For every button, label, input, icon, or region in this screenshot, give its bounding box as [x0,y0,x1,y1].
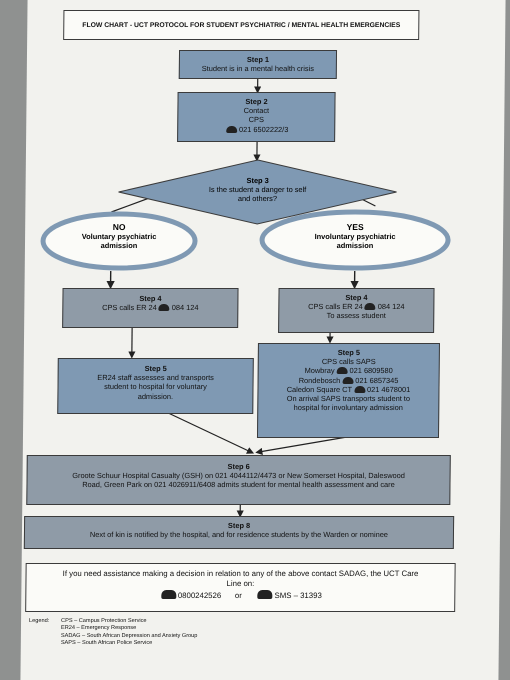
step4-left-box: Step 4 CPS calls ER 24 084 124 [62,288,239,328]
step6-line1: Groote Schuur Hospital Casualty (GSH) on… [72,471,405,481]
assist-line2: Line on: [226,579,255,588]
step2-contact: Contact [243,106,270,116]
step5-right-line2: On arrival SAPS transports student to [286,394,411,404]
step5-left-heading: Step 5 [144,364,167,373]
step3-text-block: Step 3 Is the student a danger to self a… [177,176,337,204]
step3-diamond [118,159,397,225]
station-phone: 021 4678001 [367,384,411,394]
sadag-phone: 0800242526 [177,591,222,600]
step4-left-phone: 084 124 [171,303,199,313]
phone-icon [336,367,348,375]
station-row: Caledon Square CT 021 4678001 [258,385,438,394]
step5-left-box: Step 5 ER24 staff assesses and transport… [57,358,254,414]
step1-text: Student is in a mental health crisis [201,64,314,74]
step4-left-line: CPS calls ER 24 084 124 [63,303,237,312]
step6-heading: Step 6 [227,462,250,471]
phone-icon [226,125,238,133]
step2-phone: 021 6502222/3 [238,124,289,134]
legend-item: SADAG – South African Depression and Anx… [60,632,198,639]
step5-right-box: Step 5 CPS calls SAPS Mowbray 021 6809580… [256,343,440,438]
legend-item: CPS – Campus Protection Service [61,618,147,624]
yes-line1: Involuntary psychiatric [314,232,396,241]
station-name: Caledon Square CT [286,384,353,394]
or-text: or [234,591,242,600]
step4-right-heading: Step 4 [345,293,368,302]
arrow-step5-right-step6 [255,436,348,455]
yes-heading: YES [346,222,364,232]
step3-question: Is the student a danger to self [208,185,307,195]
step1-heading: Step 1 [246,55,270,64]
step4-right-box: Step 4 CPS calls ER 24 084 124 To assess … [278,288,435,333]
station-phone: 021 6809580 [349,366,393,376]
step3-heading: Step 3 [246,176,269,185]
arrow-step5-left-step6 [167,412,255,454]
no-text-block: NO Voluntary psychiatric admission [59,222,179,250]
step4-left-text: CPS calls ER 24 [102,303,157,313]
phone-icon [160,590,176,599]
no-line1: Voluntary psychiatric [81,232,157,241]
step5-right-line3: hospital for involuntary admission [293,403,403,413]
station-row: Rondebosch 021 6857345 [259,376,439,385]
step5-left-line2: student to hospital for voluntary [104,382,207,392]
legend-item: SAPS – South African Police Service [60,640,153,647]
phone-icon [354,385,366,393]
step5-right-line1: CPS calls SAPS [321,357,376,367]
no-ellipse [40,211,198,271]
step4-right-assess: To assess student [326,311,386,321]
step3-question-cont: and others? [237,194,278,204]
yes-line2: admission [336,241,374,251]
phone-icon [158,304,170,312]
phone-icon [342,376,354,384]
step4-right-line: CPS calls ER 24 084 124 [279,302,433,311]
sms-number: SMS – 31393 [274,591,322,600]
yes-text-block: YES Involuntary psychiatric admission [291,222,419,250]
step5-right-heading: Step 5 [337,348,361,357]
station-row: Mowbray 021 6809580 [259,366,439,375]
title-box: FLOW CHART - UCT PROTOCOL FOR STUDENT PS… [63,10,420,40]
step2-phone-line: 021 6502222/3 [178,125,334,134]
step4-right-phone: 084 124 [377,302,405,312]
step4-left-heading: Step 4 [139,294,162,303]
assist-contacts: 0800242526 or SMS – 31393 [26,589,454,602]
step8-heading: Step 8 [227,521,251,530]
step2-box: Step 2 Contact CPS 021 6502222/3 [177,92,336,142]
station-name: Mowbray [304,366,335,376]
document-page: FLOW CHART - UCT PROTOCOL FOR STUDENT PS… [20,0,506,680]
phone-icon [364,303,376,311]
step2-cps: CPS [248,115,264,125]
yes-ellipse [259,209,451,271]
assistance-box: If you need assistance making a decision… [25,563,456,612]
no-heading: NO [112,222,126,232]
no-line2: admission [100,241,138,251]
step5-left-line1: ER24 staff assesses and transports [97,373,214,383]
assist-line1: If you need assistance making a decision… [62,569,419,578]
legend-list: CPS – Campus Protection Service ER24 – E… [61,618,311,648]
step6-line2: Road, Green Park on 021 4026911/6408 adm… [82,480,395,490]
page-title: FLOW CHART - UCT PROTOCOL FOR STUDENT PS… [82,22,401,29]
legend-item: ER24 – Emergency Response [60,625,137,632]
step1-box: Step 1 Student is in a mental health cri… [178,50,338,79]
step4-right-text: CPS calls ER 24 [308,302,363,312]
step5-left-line3: admission. [137,391,174,401]
station-name: Rondebosch [298,375,341,385]
station-phone: 021 6857345 [355,375,399,385]
step6-box: Step 6 Groote Schuur Hospital Casualty (… [26,455,451,505]
step8-text: Next of kin is notified by the hospital,… [89,530,388,540]
step8-box: Step 8 Next of kin is notified by the ho… [23,516,455,549]
step2-heading: Step 2 [245,97,268,106]
phone-icon [257,590,273,599]
